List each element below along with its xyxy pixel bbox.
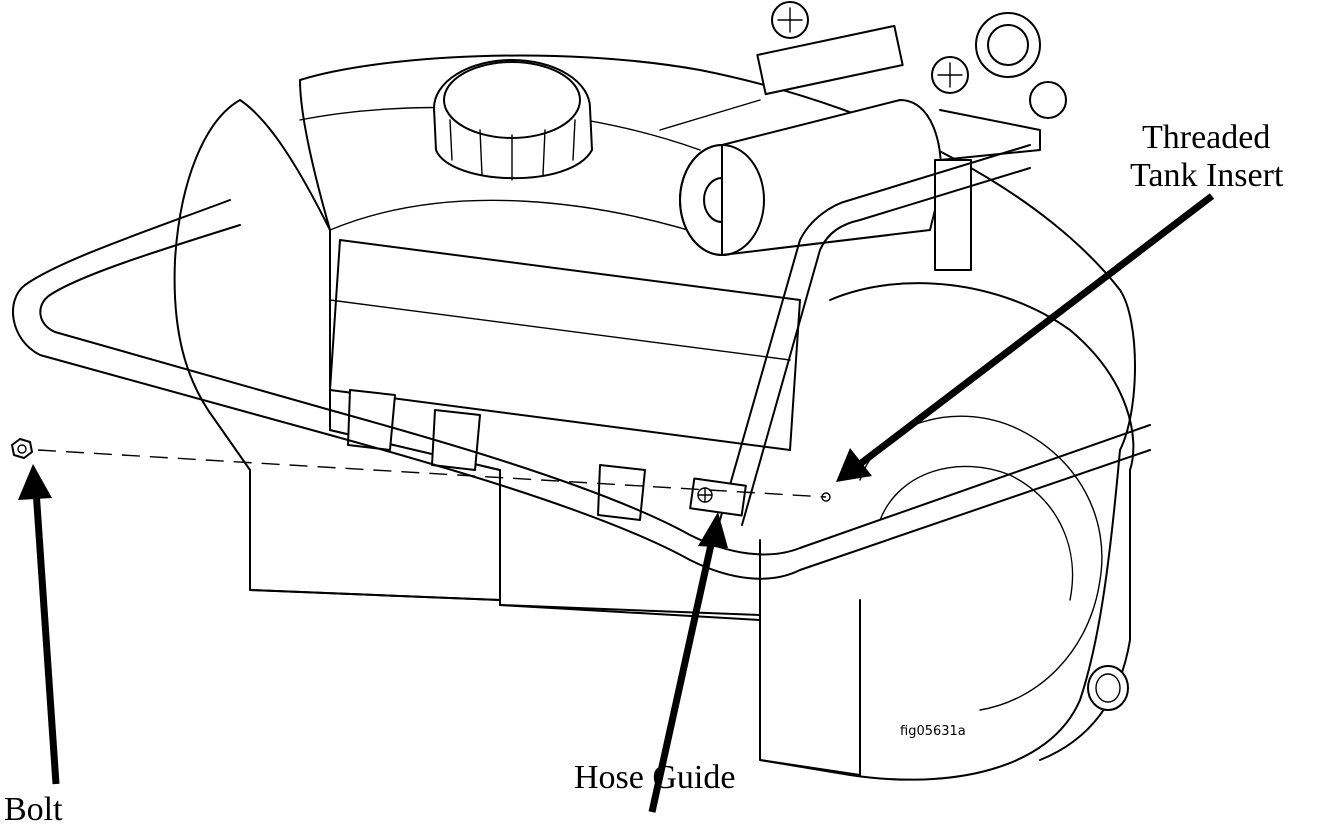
valve-knob-2-mark [937,62,963,88]
hose-guide-hole-mark [697,487,713,503]
manifold-outlet [659,99,761,131]
pressure-gauge [975,12,1041,78]
bolt-icon [11,438,33,459]
fill-lid-grips [449,119,576,181]
manifold-pipe [939,109,1041,161]
pocket-3 [597,464,646,521]
pump-end-plate-outline [679,144,765,256]
frame-upright-inner [741,167,1031,526]
tank-left-end [173,99,501,601]
tank-front-panel-edge [329,299,791,361]
bolt-label: Bolt [4,791,63,828]
fill-lid-top [443,61,581,139]
threaded-insert-label-line2: Tank Insert [1130,157,1284,194]
pressure-gauge-face [987,24,1029,66]
threaded-insert-label-line1: Threaded [1142,119,1271,156]
hose-guide-label: Hose Guide [574,759,736,796]
pocket-2 [431,409,481,471]
drain-cap-inner [1095,673,1121,703]
valve-knob-3 [1029,81,1067,119]
tank-skirt-right [759,559,861,776]
tank-top-ridge-2 [329,199,721,241]
valve-knob-1-mark [777,7,803,33]
tank-front-panel [329,239,801,451]
tank-end-rib [859,415,1103,711]
arrow-bolt [18,464,60,785]
drain-cap [1087,665,1129,711]
frame-upright-outer [719,144,1031,521]
pocket-1 [347,389,396,451]
manifold-body [756,24,904,96]
alignment-line [37,449,827,498]
arrow-hose-guide [648,512,728,813]
figure-id: fig05631a [900,724,966,739]
frame-tube-outer [12,199,1151,580]
arrow-threaded-insert [836,193,1215,482]
pump-stand-pipe [934,159,972,271]
